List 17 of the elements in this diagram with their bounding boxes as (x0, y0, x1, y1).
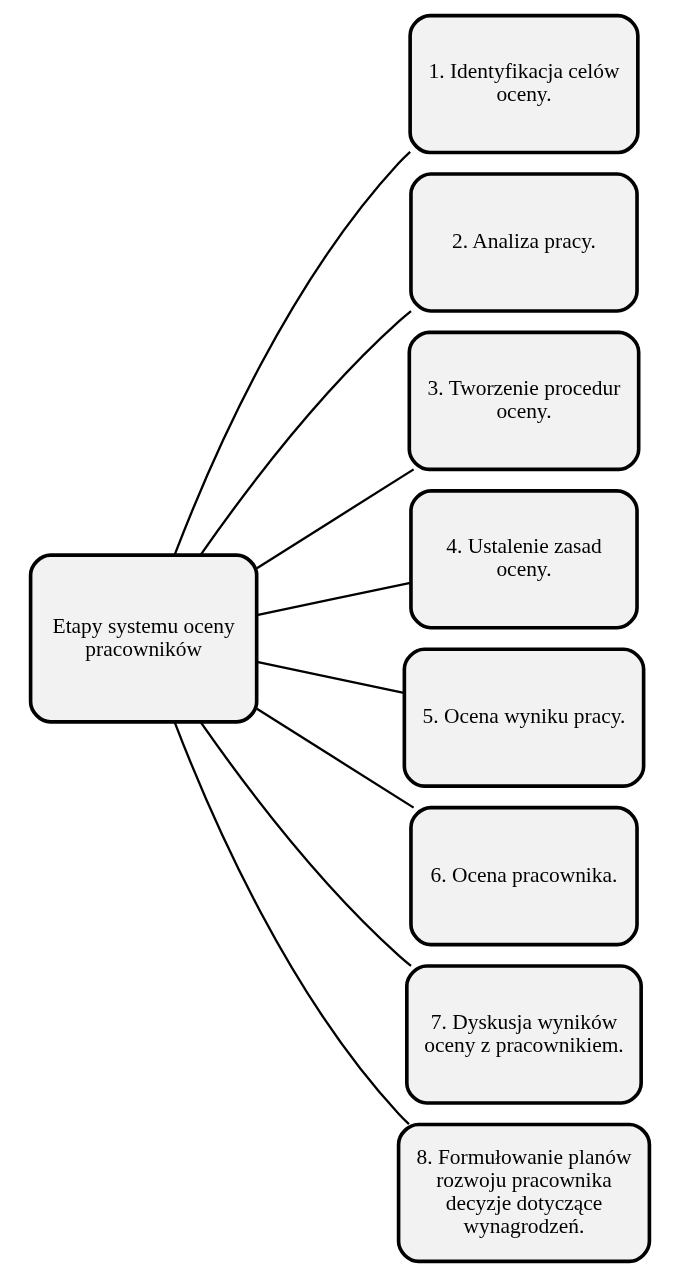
node-box: 5. Ocena wyniku pracy. (402, 647, 646, 788)
connector (256, 581, 411, 617)
node-box: 7. Dyskusja wyników oceny z pracownikiem. (405, 964, 643, 1105)
node-box: 8. Formułowanie planów rozwoju pracownika decyzje dotyczące wynagrodzeń. (396, 1122, 652, 1264)
connector (199, 310, 412, 556)
connector (173, 721, 410, 1125)
node-box: 3. Tworzenie procedur oceny. (407, 330, 641, 472)
node-box: Etapy systemu oceny pracowników (28, 553, 259, 724)
node-box: 6. Ocena pracownika. (409, 805, 639, 947)
connector (173, 150, 411, 556)
connector (199, 721, 412, 967)
node-box: 1. Identyfikacja celów oceny. (408, 13, 640, 155)
connector (256, 707, 415, 809)
connector (256, 660, 405, 694)
node-box: 4. Ustalenie zasad oceny. (409, 489, 639, 630)
node-box: 2. Analiza pracy. (409, 172, 639, 313)
connector (256, 468, 415, 570)
